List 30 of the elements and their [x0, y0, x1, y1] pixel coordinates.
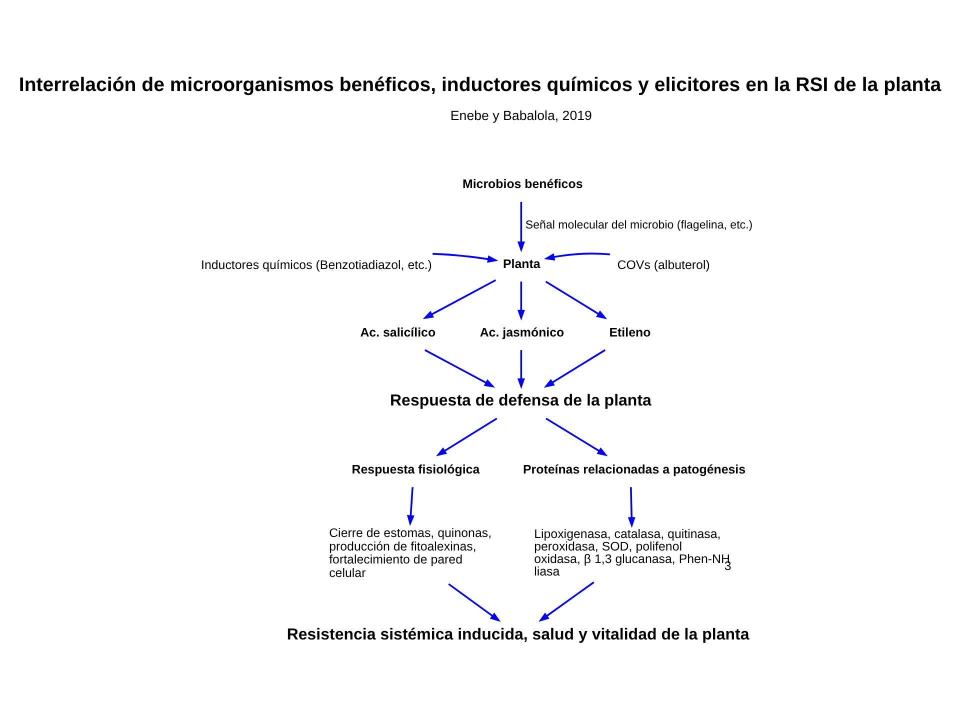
arrow: [545, 280, 608, 320]
arrow: [424, 349, 495, 388]
node-text: Proteínas relacionadas a patogénesis: [522, 462, 746, 476]
node-text: Resistencia sistémica inducida, salud y vitalidad de la planta: [286, 626, 750, 644]
node-text: Respuesta fisiológica: [352, 462, 480, 476]
diagram-title: Interrelación de microorganismos benéficos, inductores químicos y elicitores en la RSI de la planta: [18, 74, 942, 96]
arrow: [546, 418, 608, 456]
node-text: Microbios benéficos: [462, 176, 583, 191]
arrow: [538, 582, 594, 622]
arrow: [436, 418, 498, 456]
node-text: Respuesta de defensa de la planta: [390, 392, 652, 410]
node-text: Etileno: [609, 325, 651, 340]
node-text: Ac. salicílico: [360, 325, 436, 340]
node-text: COVs (albuterol): [617, 258, 710, 272]
node-text: Cierre de estomas, quinonas, producción de fitoalexinas, fortalecimiento de pared celular: [329, 526, 492, 580]
label: Enebe y Babalola, 2019: [450, 108, 592, 124]
arrow: [517, 202, 525, 252]
arrow: [517, 350, 525, 390]
arrow: [432, 252, 498, 263]
arrow: [544, 349, 606, 388]
arrow: [544, 252, 610, 261]
arrow: [448, 583, 501, 622]
arrow: [517, 282, 525, 321]
node-text: Inductores químicos (Benzotiadiazol, etc.): [201, 258, 432, 272]
arrow: [406, 487, 414, 526]
node-text: Planta: [502, 256, 540, 271]
arrow: [422, 279, 496, 320]
arrow: [628, 487, 636, 528]
node-text: Ac. jasmónico: [480, 325, 564, 340]
edge-label: Señal molecular del microbio (flagelina, etc.): [525, 220, 753, 232]
